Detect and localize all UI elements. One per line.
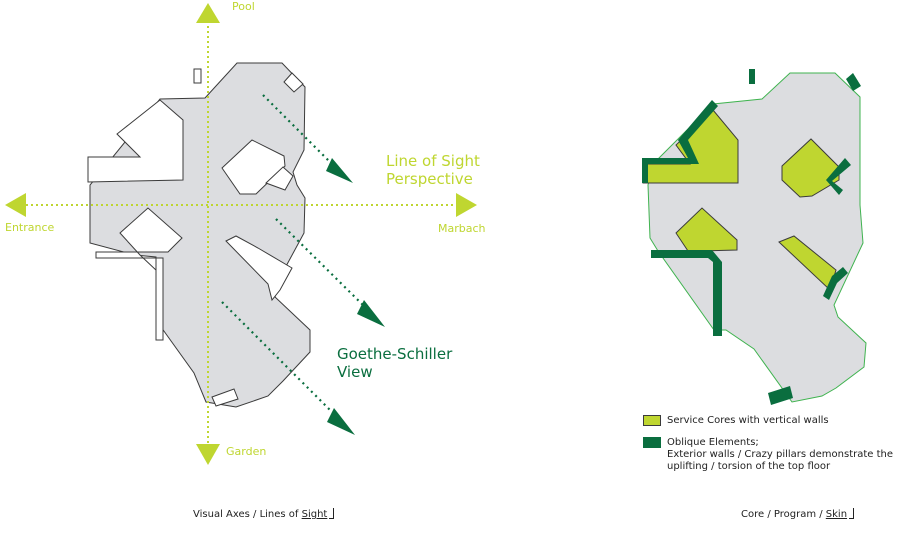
oblique-wall-upper-left <box>642 100 718 183</box>
left-floor-plan <box>87 62 311 408</box>
legend-swatch-lime <box>643 415 661 426</box>
oblique-pillar-top-right <box>846 73 861 91</box>
bottom-notch <box>211 388 239 407</box>
legend-swatch-dark-green <box>643 437 661 448</box>
goethe-schiller-label: Goethe-Schiller View <box>337 345 452 381</box>
legend-oblique-line-1: Oblique Elements; <box>667 437 759 448</box>
right-caption: Core / Program / Skin <box>741 508 855 520</box>
goethe-schiller-line-1: Goethe-Schiller <box>337 345 453 363</box>
service-core-lower-right <box>778 235 837 291</box>
legend-text-service-cores: Service Cores with vertical walls <box>667 415 829 426</box>
cutout-lower-left <box>95 207 183 274</box>
line-of-sight-line-1: Line of Sight <box>386 152 480 170</box>
left-caption-text: Visual Axes / Lines of <box>193 509 302 520</box>
garden-arrowhead <box>196 444 220 465</box>
legend-oblique-line-2: Exterior walls / Crazy pillars demonstra… <box>667 449 894 460</box>
left-caption: Visual Axes / Lines of Sight <box>193 508 335 520</box>
left-caption-link[interactable]: Sight <box>301 509 328 520</box>
sight-arrow-2 <box>357 300 385 327</box>
axis-label-garden: Garden <box>226 445 267 458</box>
oblique-wall-lower-left <box>651 250 722 336</box>
legend-oblique-line-3: uplifting / torsion of the top floor <box>667 461 831 472</box>
service-core-upper-right <box>781 138 840 198</box>
visual-axes <box>5 3 477 465</box>
axis-label-entrance: Entrance <box>5 221 55 234</box>
marbach-arrowhead <box>456 193 477 217</box>
cutout-upper-left <box>87 99 184 183</box>
right-floor-plan <box>642 69 867 405</box>
sight-arrow-1 <box>326 158 353 183</box>
goethe-schiller-line-2: View <box>337 363 373 381</box>
right-caption-text: Core / Program / <box>741 509 826 520</box>
line-of-sight-line-2: Perspective <box>386 170 473 188</box>
legend-text-oblique: Oblique Elements; Exterior walls / Crazy… <box>667 437 893 473</box>
oblique-pillar-top <box>749 69 755 84</box>
right-caption-link[interactable]: Skin <box>825 509 848 520</box>
pool-notch <box>193 68 202 84</box>
pool-arrowhead <box>196 3 220 23</box>
caption-bracket-icon <box>329 508 335 519</box>
entrance-arrowhead <box>5 193 26 217</box>
wall-stub-vertical <box>155 257 164 341</box>
cutout-lower-right <box>225 235 293 302</box>
oblique-pillar-right <box>826 158 851 195</box>
cutout-center-notch <box>265 166 294 191</box>
sight-arrow-3 <box>327 408 355 435</box>
sight-line-2 <box>275 218 369 311</box>
oblique-pillar-lower-right <box>823 267 848 300</box>
top-right-notch <box>283 72 304 93</box>
axis-label-marbach: Marbach <box>438 222 486 235</box>
oblique-pillar-bottom <box>768 386 793 405</box>
line-of-sight-label: Line of Sight Perspective <box>386 152 480 188</box>
caption-bracket-icon <box>849 508 855 519</box>
sight-lines <box>221 94 385 435</box>
axis-label-pool: Pool <box>232 0 255 13</box>
